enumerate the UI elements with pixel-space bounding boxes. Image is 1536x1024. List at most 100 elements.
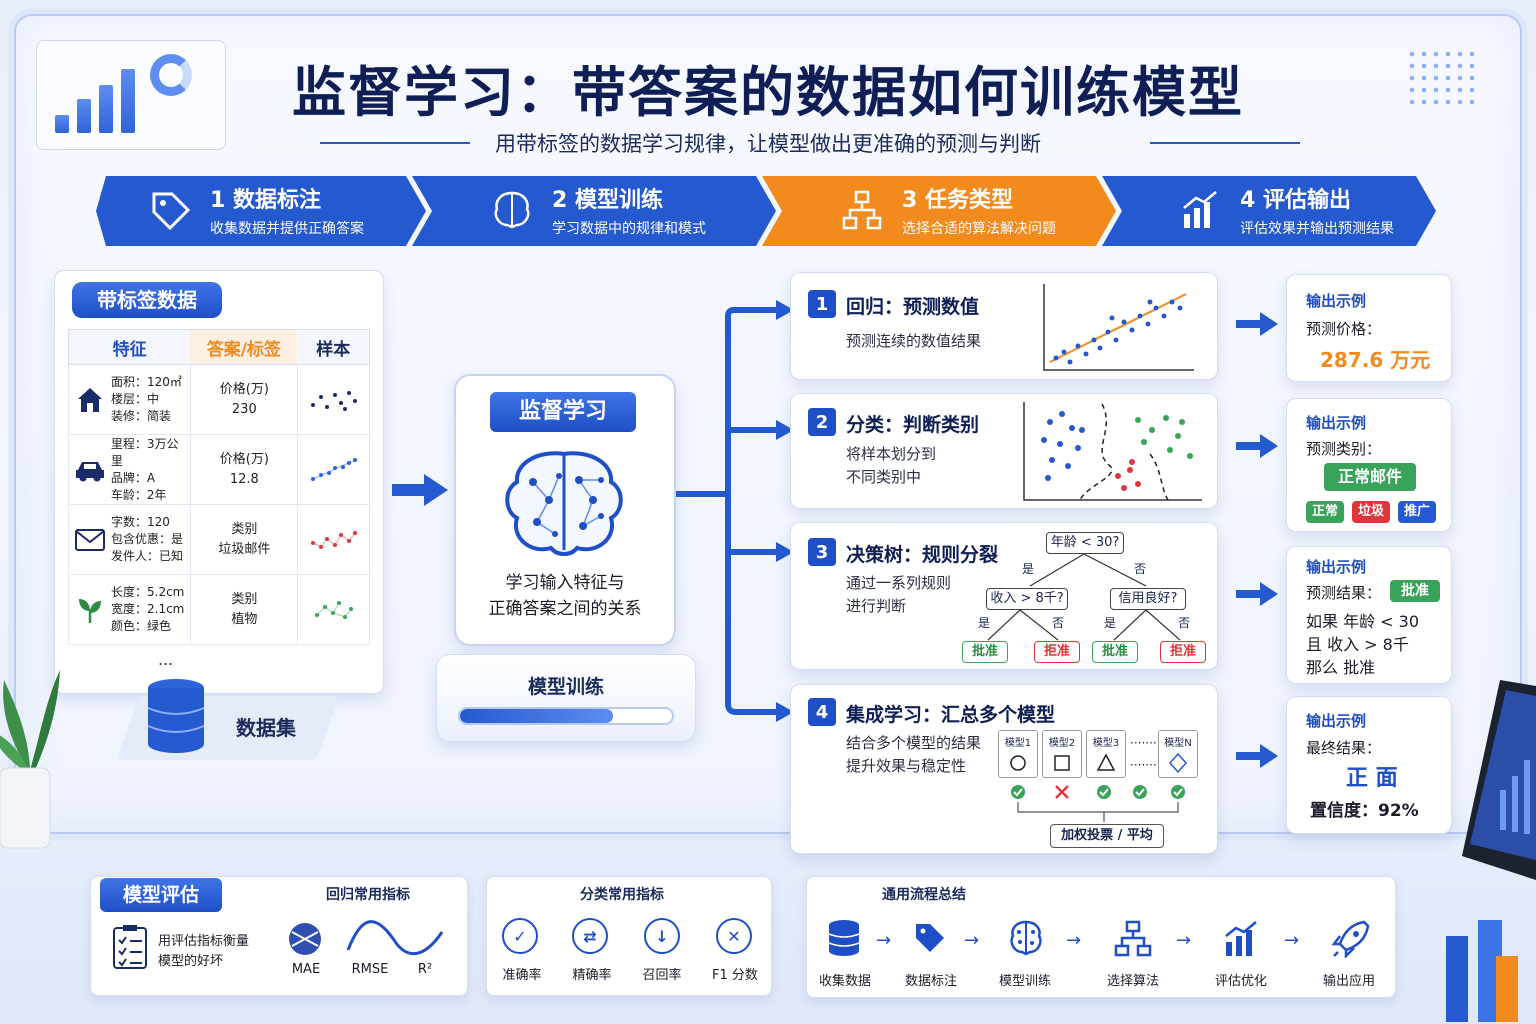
arrow-to-model	[392, 474, 448, 506]
hierarchy-icon	[832, 180, 892, 240]
tree-leaf-approve: 批准	[962, 641, 1008, 663]
brain-icon	[1010, 920, 1042, 956]
tree-no-label: 否	[1134, 562, 1147, 576]
laptop-decoration	[1462, 680, 1536, 880]
tree-right-node: 信用良好?	[1110, 588, 1186, 610]
sample-scatter	[297, 365, 369, 434]
feature-text: 发件人：已知	[111, 549, 184, 563]
circle-shape-icon	[1010, 755, 1026, 771]
desc-line: 模型的好坏	[158, 954, 224, 969]
database-icon	[828, 920, 860, 956]
sample-scatter	[297, 505, 369, 574]
tree-left-node: 收入 > 8千?	[986, 588, 1068, 610]
label-type: 类别	[231, 521, 258, 537]
page-title: 监督学习：带答案的数据如何训练模型	[292, 61, 1244, 124]
metric-label: 精确率	[572, 968, 612, 983]
tree-leaf-reject: 拒准	[1034, 641, 1080, 663]
desc-line: 通过一系列规则	[846, 574, 952, 592]
classification-plot	[1023, 402, 1202, 501]
feature-text: 楼层：中	[111, 392, 160, 406]
tree-leaf-approve: 批准	[1092, 641, 1138, 663]
flow-arrow: →	[964, 930, 980, 951]
method-desc: 预测连续的数值结果	[846, 332, 982, 350]
feature-text: 品牌：A	[110, 470, 156, 485]
rule-line: 如果 年龄 < 30	[1306, 612, 1420, 631]
label-type: 价格(万)	[219, 451, 269, 467]
arrow-right-icon	[1236, 744, 1278, 768]
method-title: 分类：判断类别	[846, 414, 980, 436]
dot-grid-decoration	[1406, 48, 1476, 108]
label-value: 植物	[231, 611, 258, 627]
flow-stage-label: 输出应用	[1322, 974, 1375, 989]
step-title: 2 模型训练	[552, 188, 663, 213]
flow-arrow: →	[1176, 930, 1192, 951]
diamond-shape-icon	[1168, 752, 1188, 774]
column-header: 特征	[112, 339, 147, 360]
metric-label: R²	[417, 962, 433, 977]
method-number: 4	[808, 698, 836, 726]
labeled-data-pill: 带标签数据	[72, 282, 222, 318]
feature-text: 里程：3万公里	[110, 436, 179, 468]
method-desc: 结合多个模型的结果提升效果与稳定性	[846, 732, 981, 778]
output-line: 预测价格：	[1306, 320, 1382, 338]
method-title: 集成学习：汇总多个模型	[846, 704, 1056, 726]
potted-plant-decoration	[0, 670, 60, 849]
training-progress-bar	[458, 707, 674, 725]
arrow-right-icon	[1236, 434, 1278, 458]
model-label: 模型3	[1092, 738, 1120, 749]
rule-line: 那么 批准	[1306, 658, 1376, 677]
label-type: 类别	[231, 591, 258, 607]
metric-label: 召回率	[642, 968, 682, 983]
step-data-labeling: 1 数据标注收集数据并提供正确答案	[110, 176, 410, 244]
table-header: 特征 答案/标签 样本	[68, 329, 370, 365]
precision-icon: ⇄	[572, 918, 608, 954]
class-tag: 推广	[1398, 501, 1436, 523]
ensemble-dots: ·······	[1130, 736, 1157, 750]
desc-line: 提升效果与稳定性	[846, 757, 967, 775]
desc-line: 正确答案之间的关系	[488, 599, 642, 619]
subtitle-line-right	[1150, 142, 1300, 144]
output-line: 最终结果：	[1306, 739, 1382, 757]
rocket-icon	[1331, 920, 1370, 958]
rule-line: 且 收入 > 8千	[1306, 635, 1409, 654]
ensemble-model: 模型N	[1158, 730, 1198, 778]
column-header: 样本	[316, 339, 351, 360]
flow-stage-label: 选择算法	[1106, 974, 1159, 989]
method-number: 2	[808, 408, 836, 436]
growth-chart-icon	[1170, 180, 1230, 240]
step-title: 3 任务类型	[902, 188, 1013, 213]
flow-stage-label: 评估优化	[1214, 974, 1267, 989]
car-icon	[69, 456, 111, 484]
classification-card	[790, 393, 1218, 509]
output-line: 预测类别：	[1306, 440, 1382, 458]
output-card-ensemble	[1286, 696, 1452, 834]
output-card-tree	[1286, 546, 1452, 684]
flow-stage-label: 数据标注	[904, 974, 957, 989]
class-tag: 正常	[1306, 501, 1344, 523]
feature-text: 包含优惠：是	[111, 532, 184, 546]
bar-blocks-decoration	[1446, 920, 1518, 1022]
recall-icon: ↓	[644, 918, 680, 954]
mae-icon	[288, 922, 322, 960]
subtitle-line-left	[320, 142, 470, 144]
bar-chart-decoration	[36, 40, 226, 150]
method-title: 回归：预测数值	[846, 296, 980, 318]
weighted-vote-box: 加权投票 / 平均	[1050, 824, 1164, 848]
regression-metrics-title: 回归常用指标	[326, 887, 410, 903]
ensemble-dots: ·······	[1130, 758, 1157, 772]
tree-yes-label: 是	[1104, 616, 1117, 630]
model-label: 模型2	[1048, 738, 1076, 749]
tree-yes-label: 是	[1022, 562, 1035, 576]
training-base	[436, 654, 696, 742]
class-tag: 垃圾	[1352, 501, 1390, 523]
growth-chart-icon	[1225, 921, 1257, 956]
arrow-right-icon	[1236, 312, 1278, 336]
desc-line: 用评估指标衡量	[158, 934, 250, 949]
method-title: 决策树：规则分裂	[846, 544, 999, 566]
page-subtitle: 用带标签的数据学习规律，让模型做出更准确的预测与判断	[495, 132, 1041, 156]
flow-stage-label: 收集数据	[818, 974, 871, 989]
step-title: 4 评估输出	[1240, 188, 1351, 213]
rmse-wave-icon	[346, 920, 444, 956]
